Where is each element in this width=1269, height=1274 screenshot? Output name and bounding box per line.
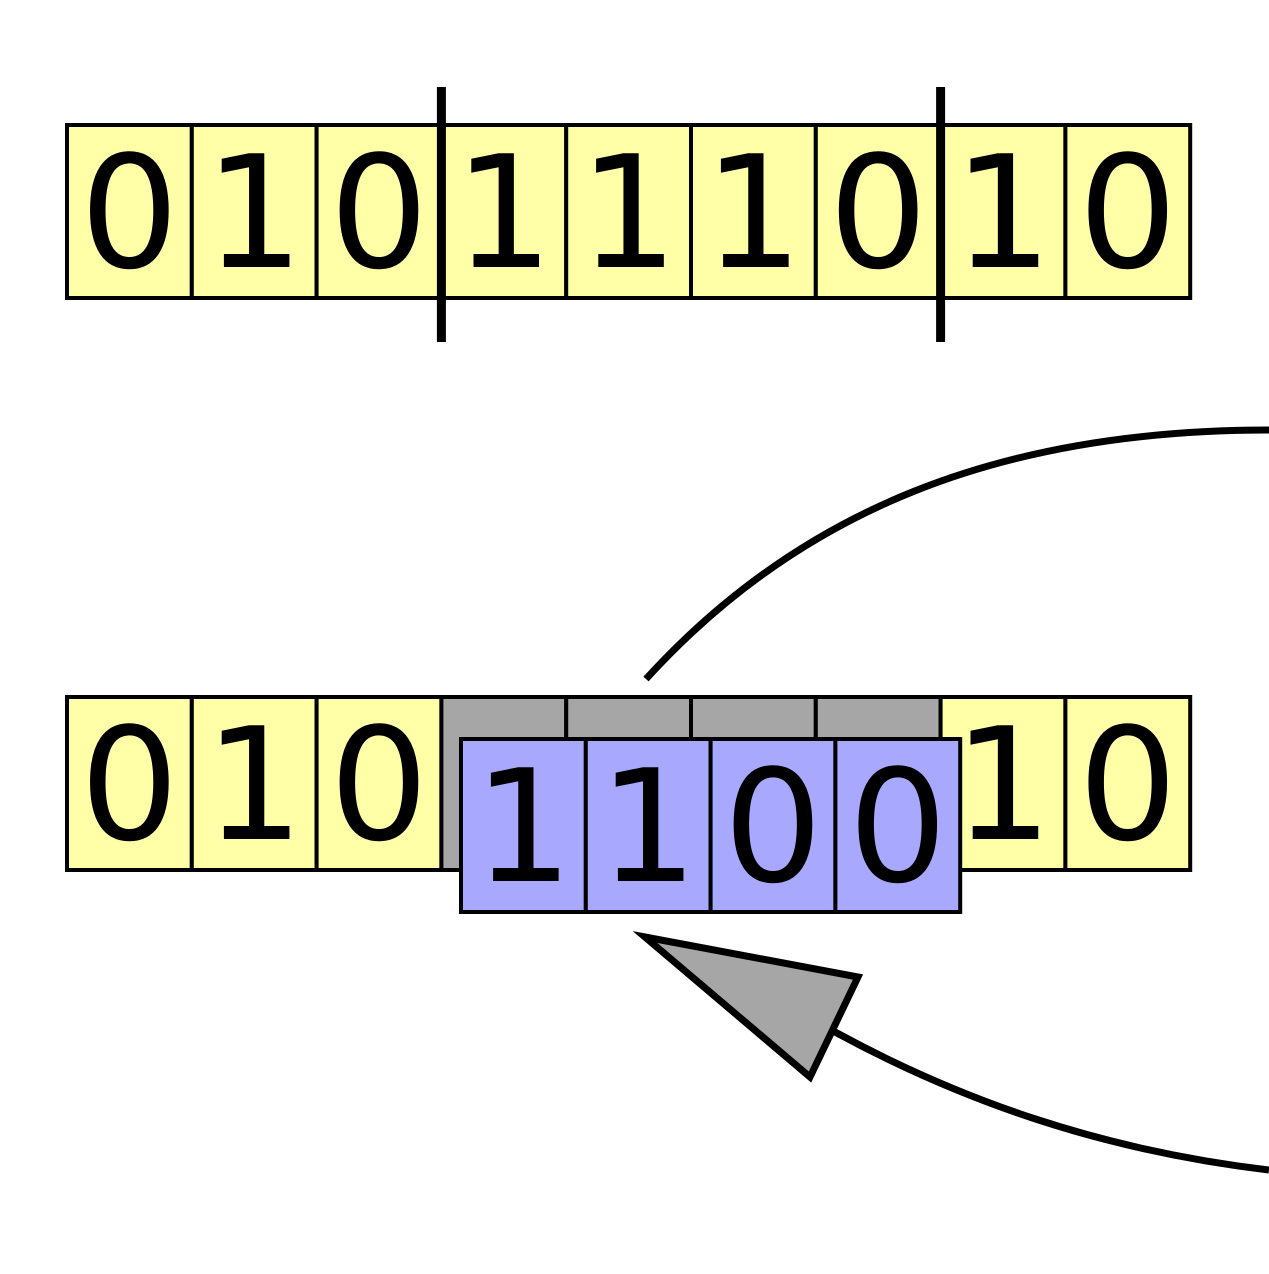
original-cell-0 [65,123,194,300]
replacement-bit-3: 0 [848,736,947,918]
curved-arrow-icon [632,426,1269,1174]
original-cell-8 [1063,123,1193,300]
original-bit-4: 1 [579,122,678,304]
original-cell-1 [189,123,319,300]
original-bit-2: 0 [329,122,428,304]
mutated-cell-2 [314,695,444,872]
original-cell-3 [439,123,569,300]
replacement-cell-0 [459,737,588,914]
original-cell-4 [564,123,694,300]
original-cell-6 [813,123,943,300]
original-bit-1: 1 [205,122,304,304]
replacement-bit-1: 1 [599,736,698,918]
segment-markers [436,87,946,342]
original-bit-3: 1 [454,122,553,304]
mutated-bit-1: 1 [205,694,304,876]
mutated-bit-0: 0 [80,694,179,876]
arrowhead-icon [632,931,864,1083]
original-bit-7: 1 [953,122,1052,304]
original-bit-8: 0 [1078,122,1177,304]
arrow-bottom-curve [833,1028,1269,1174]
original-bit-5: 1 [704,122,803,304]
original-bit-0: 0 [80,122,179,304]
original-bit-6: 0 [829,122,928,304]
mutated-cell-8 [1063,695,1193,872]
replacement-bit-2: 0 [723,736,822,918]
mutated-cell-1 [189,695,319,872]
arrow-top-curve [643,426,1269,682]
mutated-bit-2: 0 [329,694,428,876]
replacement-cell-3 [833,737,963,914]
replacement-bit-0: 1 [474,736,573,918]
mutated-bit-8: 0 [1078,694,1177,876]
original-cell-5 [689,123,818,300]
mutated-bit-7: 1 [953,694,1052,876]
replacement-cell-1 [583,737,713,914]
